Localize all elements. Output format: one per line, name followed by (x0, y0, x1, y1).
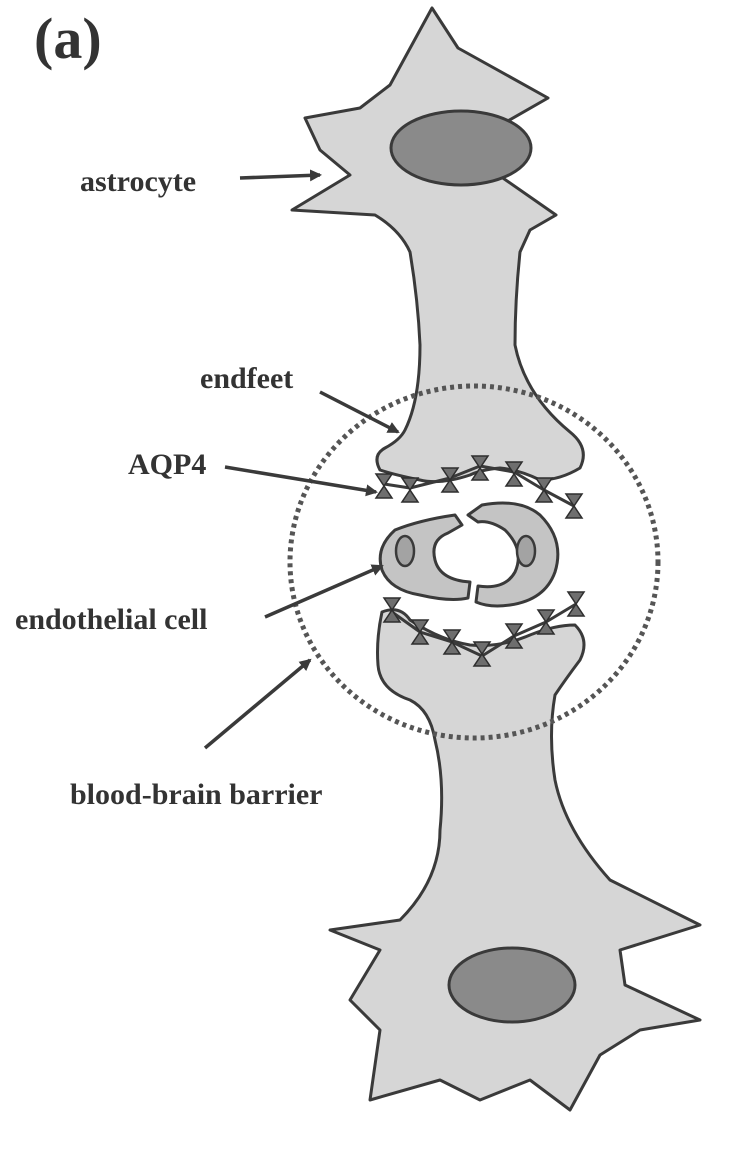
arrow-aqp4 (225, 467, 376, 492)
endothelial-cell-left (380, 515, 470, 599)
panel-label: (a) (34, 6, 102, 71)
arrow-astrocyte (240, 175, 320, 178)
label-astrocyte: astrocyte (80, 165, 196, 198)
astrocyte-top-nucleus (391, 111, 531, 185)
astrocyte-top (292, 8, 583, 482)
label-endfeet: endfeet (200, 362, 293, 395)
arrow-bbb (205, 660, 310, 748)
endothelial-nucleus-left (396, 536, 414, 566)
astrocyte-bottom (330, 610, 700, 1110)
arrow-endothelial-cell (265, 566, 382, 617)
label-blood-brain-barrier: blood-brain barrier (70, 778, 323, 811)
endothelial-nucleus-right (517, 536, 535, 566)
endothelial-cell-right (468, 503, 558, 606)
label-endothelial-cell: endothelial cell (15, 603, 207, 636)
aqp4-channel (568, 592, 584, 616)
aqp4-channel (538, 610, 554, 634)
aqp4-channel (402, 478, 418, 502)
aqp4-channel (536, 478, 552, 502)
aqp4-channel (506, 624, 522, 648)
label-aqp4: AQP4 (128, 448, 206, 481)
aqp4-channel (566, 494, 582, 518)
astrocyte-bottom-nucleus (449, 948, 575, 1022)
